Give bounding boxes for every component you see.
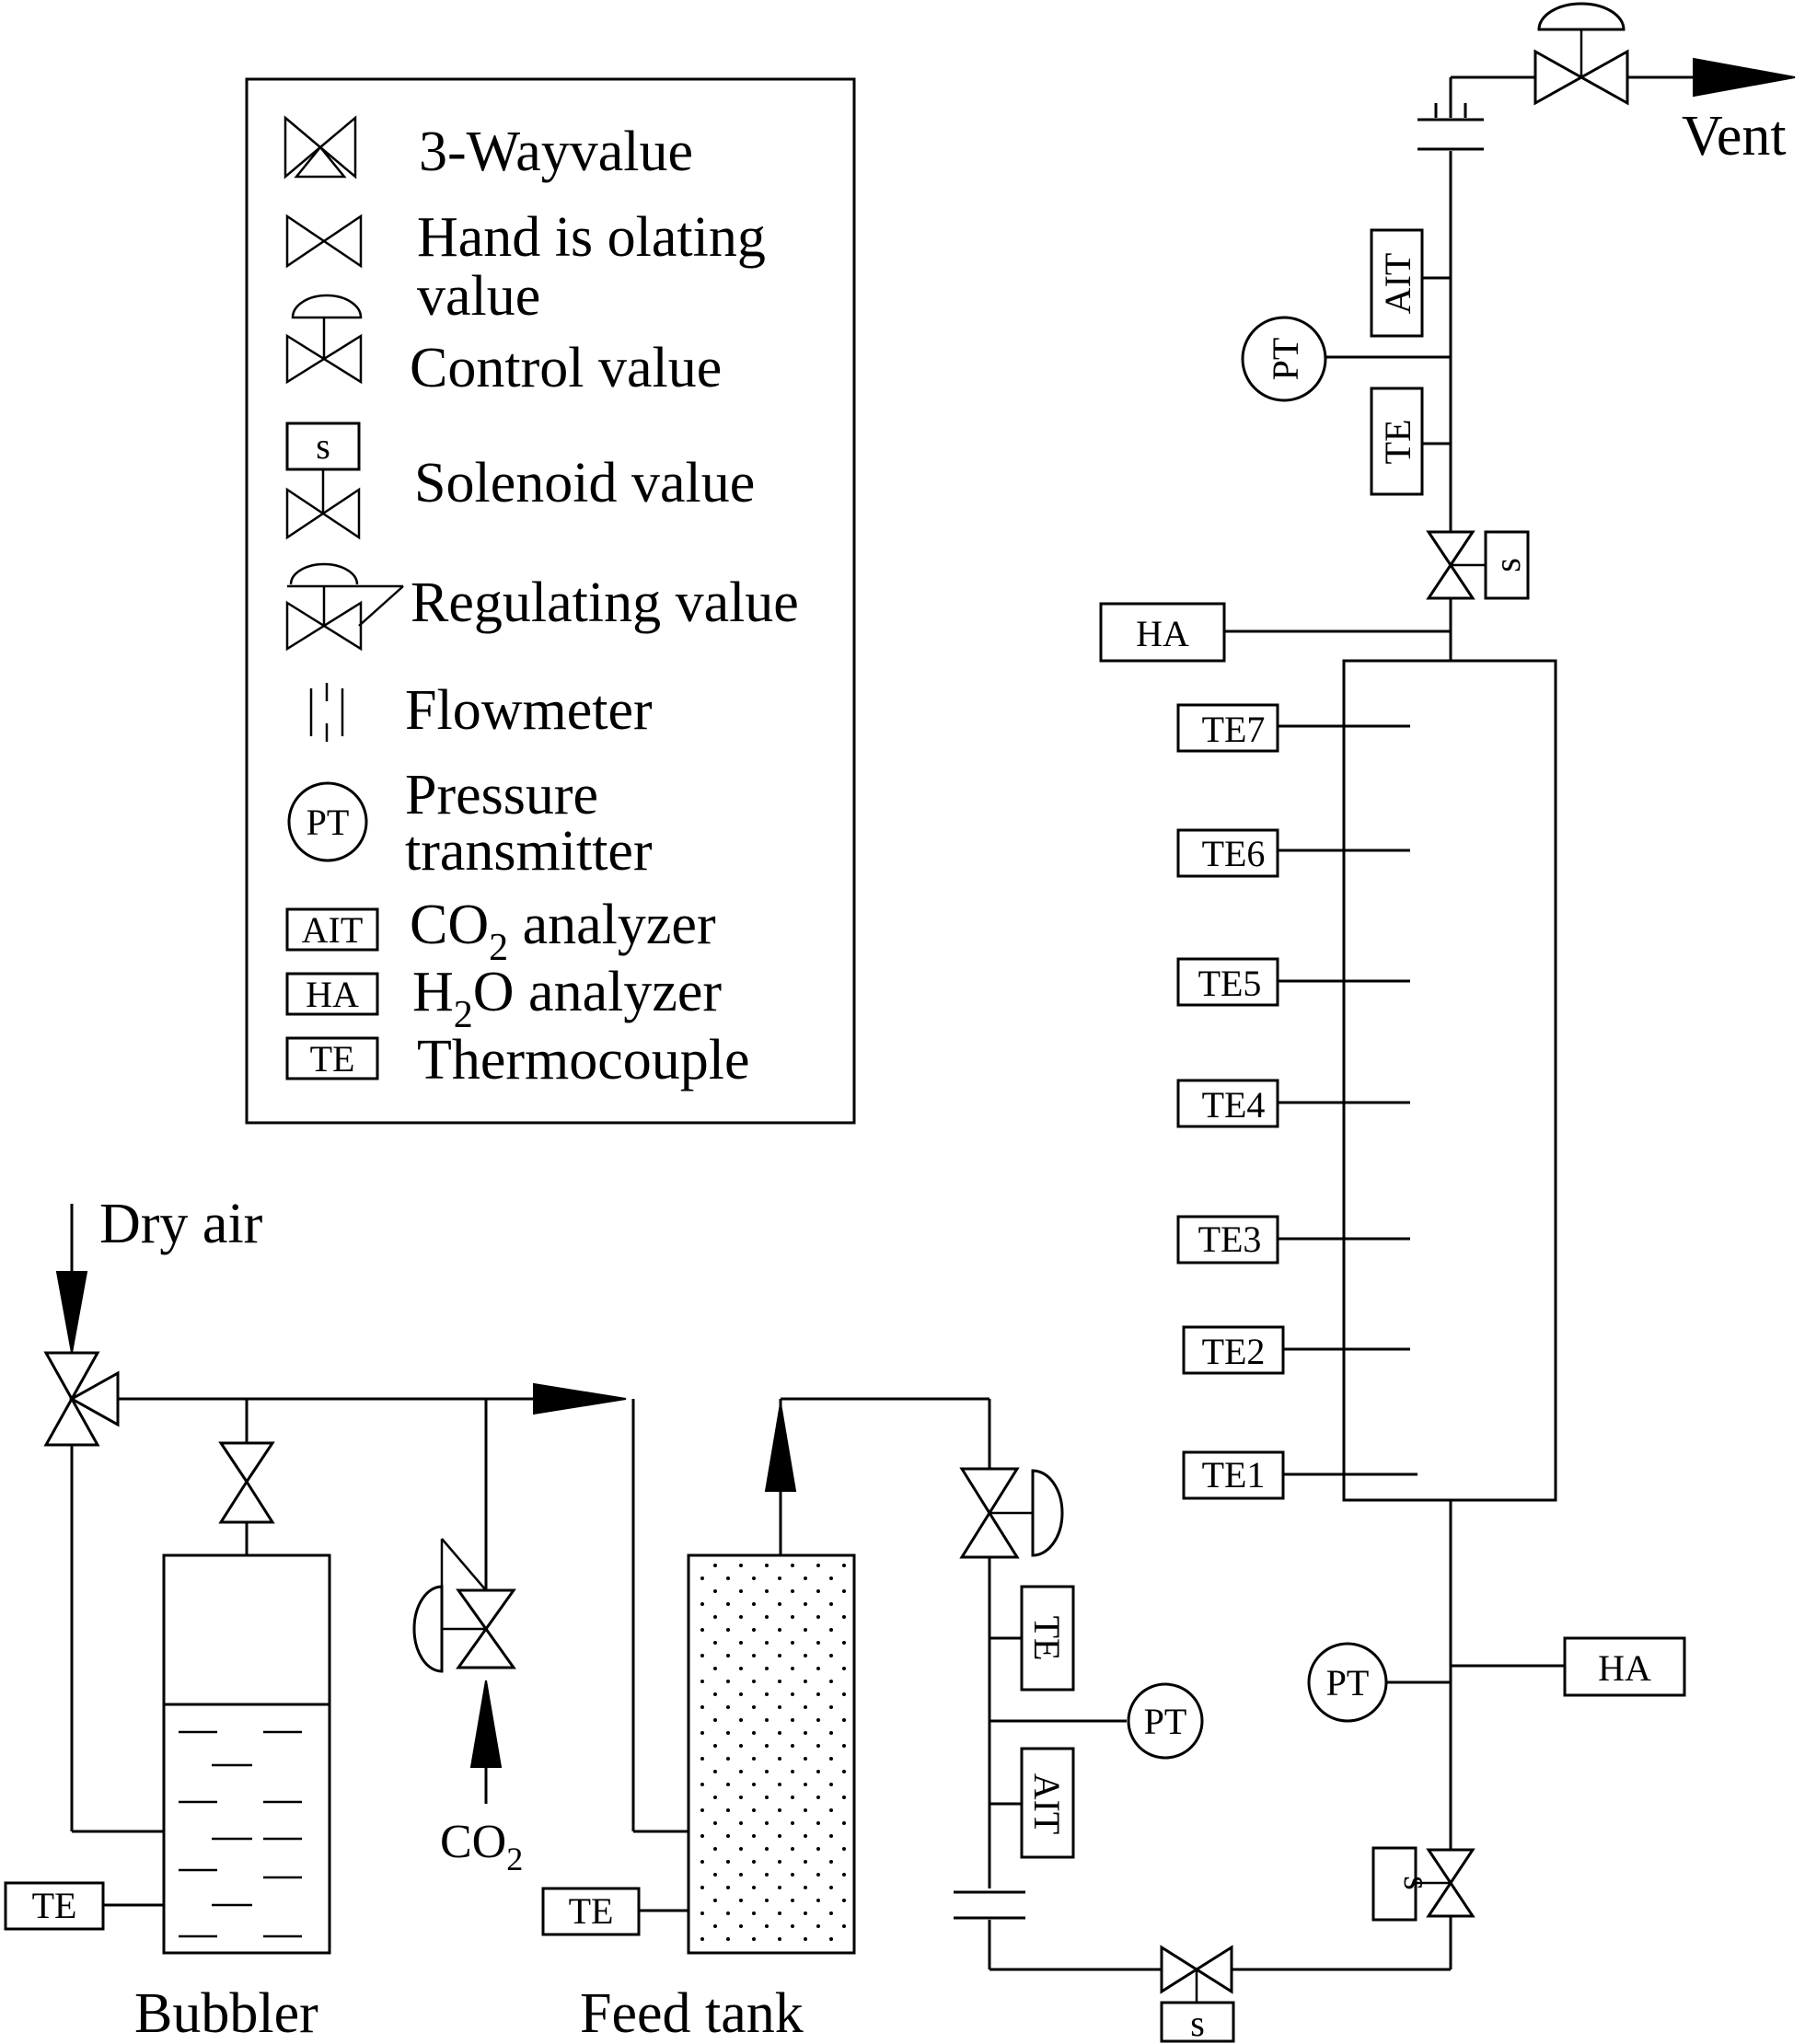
te-mid-box bbox=[1020, 1585, 1075, 1692]
bubbler-body bbox=[162, 1553, 331, 1955]
pt-top-icon bbox=[1241, 316, 1327, 402]
header-arrow-icon bbox=[533, 1382, 627, 1415]
legend-thermocouple-label: Thermocouple bbox=[417, 1029, 750, 1091]
legend-solenoid-label: Solenoid value bbox=[414, 452, 755, 514]
pt-mid-icon bbox=[1127, 1682, 1204, 1760]
solenoid-valve-icon: s bbox=[285, 422, 361, 540]
pt-top-label: PT bbox=[1265, 338, 1306, 381]
legend-hand-label-1: Hand is olating bbox=[417, 206, 766, 269]
ha-top-label: HA bbox=[1136, 613, 1189, 654]
s-right-label: s bbox=[1396, 1876, 1438, 1890]
feed-tank-label: Feed tank bbox=[580, 1982, 804, 2044]
legend-solenoid-tag: s bbox=[316, 425, 330, 467]
riser-solenoid-valve-icon: s bbox=[1426, 530, 1530, 600]
te4-probe: TE4 bbox=[1176, 1079, 1410, 1128]
inlet-solenoid-valve-icon: s bbox=[1371, 1846, 1475, 1922]
riser-flowmeter-icon bbox=[1417, 103, 1484, 151]
te1-probe: TE1 bbox=[1182, 1450, 1417, 1500]
packed-bed-fill bbox=[692, 1559, 850, 1949]
pt-right-label: PT bbox=[1326, 1662, 1370, 1703]
te-mid-label: TE bbox=[1026, 1616, 1068, 1661]
vent-section: Vent AIT PT TE s HA bbox=[1099, 2, 1796, 663]
legend-te-box bbox=[285, 1036, 379, 1080]
dry-air-label: Dry air bbox=[99, 1193, 263, 1255]
ha-right-box bbox=[1563, 1636, 1686, 1697]
legend: 3-Wayvalue Hand is olating value Control… bbox=[245, 77, 856, 1125]
pt-mid-label: PT bbox=[1144, 1701, 1187, 1742]
column-body bbox=[1342, 659, 1557, 1502]
bottom-solenoid-valve-icon: s bbox=[1160, 1945, 1235, 2044]
te5-probe: TE5 bbox=[1176, 957, 1410, 1007]
dry-air-arrow-icon bbox=[55, 1271, 88, 1354]
bubbler-liquid-marks bbox=[179, 1730, 302, 1938]
te7-label: TE7 bbox=[1202, 709, 1266, 750]
legend-hand-label-2: value bbox=[417, 265, 540, 328]
feed-flowmeter-icon bbox=[954, 1888, 1025, 1920]
three-way-valve-icon bbox=[283, 115, 357, 179]
te6-probe: TE6 bbox=[1176, 828, 1410, 878]
ait-mid-label: AIT bbox=[1026, 1773, 1068, 1835]
legend-ha-tag: HA bbox=[306, 974, 359, 1015]
flowmeter-icon bbox=[309, 683, 344, 742]
te-bubbler-label: TE bbox=[32, 1885, 77, 1926]
legend-pressure-label-2: transmitter bbox=[405, 820, 653, 883]
co2-regulating-valve-icon bbox=[412, 1538, 516, 1673]
te7-probe: TE7 bbox=[1176, 703, 1410, 753]
te1-label: TE1 bbox=[1202, 1454, 1266, 1495]
hand-valve-icon bbox=[285, 214, 363, 269]
vent-arrow-icon bbox=[1693, 57, 1796, 98]
vent-control-valve-icon bbox=[1533, 2, 1629, 106]
te6-label: TE6 bbox=[1202, 833, 1266, 874]
s-top-label: s bbox=[1487, 558, 1528, 572]
legend-three-way-label: 3-Wayvalue bbox=[419, 121, 693, 183]
te-bubbler-box bbox=[4, 1881, 105, 1931]
regulating-valve-icon bbox=[285, 562, 404, 652]
legend-ait-tag: AIT bbox=[302, 909, 364, 951]
te5-label: TE5 bbox=[1198, 963, 1262, 1004]
te-top-label: TE bbox=[1377, 420, 1418, 465]
ha-right-label: HA bbox=[1598, 1647, 1651, 1689]
legend-pressure-label-1: Pressure bbox=[405, 764, 598, 826]
co2-inlet-section: CO2 bbox=[412, 1399, 523, 1877]
feed-outlet-arrow-icon bbox=[764, 1403, 797, 1492]
legend-h2o-label: H2O analyzer bbox=[412, 961, 722, 1036]
te2-probe: TE2 bbox=[1182, 1325, 1410, 1375]
legend-regulating-label: Regulating value bbox=[411, 572, 799, 634]
ha-top-box bbox=[1099, 602, 1226, 663]
te-feed-box bbox=[541, 1887, 641, 1936]
legend-control-label: Control value bbox=[410, 337, 722, 399]
legend-ait-box bbox=[285, 907, 379, 952]
te4-label: TE4 bbox=[1202, 1084, 1266, 1126]
vent-label: Vent bbox=[1682, 105, 1787, 167]
ait-mid-box bbox=[1020, 1747, 1075, 1859]
te-top-box bbox=[1370, 387, 1424, 496]
pt-right-icon bbox=[1307, 1642, 1388, 1723]
bubbler-hand-valve-icon bbox=[218, 1441, 275, 1524]
adsorption-column: TE7 TE6 TE5 TE4 TE3 TE2 bbox=[1176, 659, 1557, 1502]
s-bottom-label: s bbox=[1190, 2003, 1205, 2044]
te2-label: TE2 bbox=[1202, 1331, 1266, 1372]
dry-air-section: Dry air bbox=[4, 1193, 688, 2044]
legend-te-tag: TE bbox=[310, 1038, 355, 1080]
ait-top-label: AIT bbox=[1377, 253, 1418, 315]
ait-top-box bbox=[1370, 228, 1424, 338]
legend-flowmeter-label: Flowmeter bbox=[405, 679, 653, 742]
bubbler-label: Bubbler bbox=[134, 1982, 318, 2044]
legend-pt-tag: PT bbox=[307, 802, 350, 843]
co2-arrow-icon bbox=[469, 1680, 503, 1768]
control-valve-icon bbox=[285, 294, 363, 385]
inlet-section: PT HA s s AIT bbox=[781, 1397, 1686, 2044]
te3-probe: TE3 bbox=[1176, 1215, 1410, 1265]
te-feed-label: TE bbox=[569, 1890, 614, 1932]
feed-tank: TE Feed tank bbox=[541, 1399, 856, 2044]
te3-label: TE3 bbox=[1198, 1218, 1262, 1260]
co2-label: CO2 bbox=[440, 1816, 523, 1877]
pressure-transmitter-icon: PT bbox=[287, 781, 368, 862]
inlet-three-way-valve-icon bbox=[43, 1351, 120, 1447]
legend-ha-box bbox=[285, 972, 379, 1016]
legend-co2-label: CO2 analyzer bbox=[410, 894, 716, 969]
feed-control-valve-icon bbox=[959, 1467, 1064, 1559]
